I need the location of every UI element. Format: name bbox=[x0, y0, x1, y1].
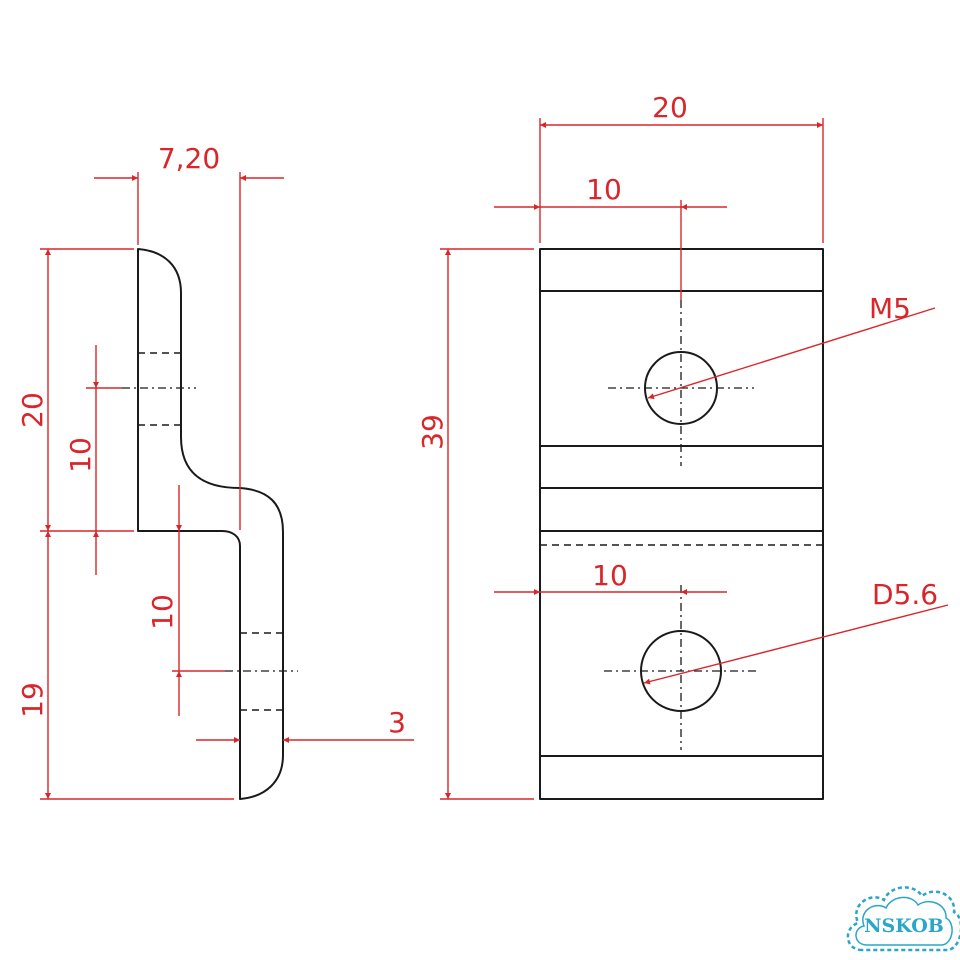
side-lower-height-dimension: 19 bbox=[16, 682, 49, 718]
cloud-outline-icon bbox=[846, 886, 960, 952]
bottom-hole-label: D5.6 bbox=[872, 578, 938, 611]
front-bottom-hole-offset-dimension: 10 bbox=[592, 559, 628, 592]
front-view-dimensions: 20 10 39 10 M5 D5.6 bbox=[416, 91, 949, 800]
side-view bbox=[122, 248, 298, 800]
side-upper-hole-offset-dimension: 10 bbox=[64, 437, 97, 473]
side-thickness-dimension: 3 bbox=[388, 706, 406, 739]
side-profile-outline bbox=[137, 248, 284, 800]
logo-text: NSKOB bbox=[864, 915, 944, 937]
side-upper-height-dimension: 20 bbox=[16, 392, 49, 428]
side-view-dimensions: 7,20 20 19 10 10 3 bbox=[16, 142, 414, 800]
side-lower-hole-offset-dimension: 10 bbox=[146, 594, 179, 630]
front-top-hole-offset-dimension: 10 bbox=[586, 173, 622, 206]
front-view bbox=[539, 248, 824, 800]
front-width-dimension: 20 bbox=[652, 91, 688, 124]
top-hole-label: M5 bbox=[869, 292, 911, 325]
side-width-dimension: 7,20 bbox=[158, 142, 220, 175]
nskob-logo: NSKOB bbox=[846, 886, 960, 952]
front-total-height-dimension: 39 bbox=[416, 414, 449, 450]
